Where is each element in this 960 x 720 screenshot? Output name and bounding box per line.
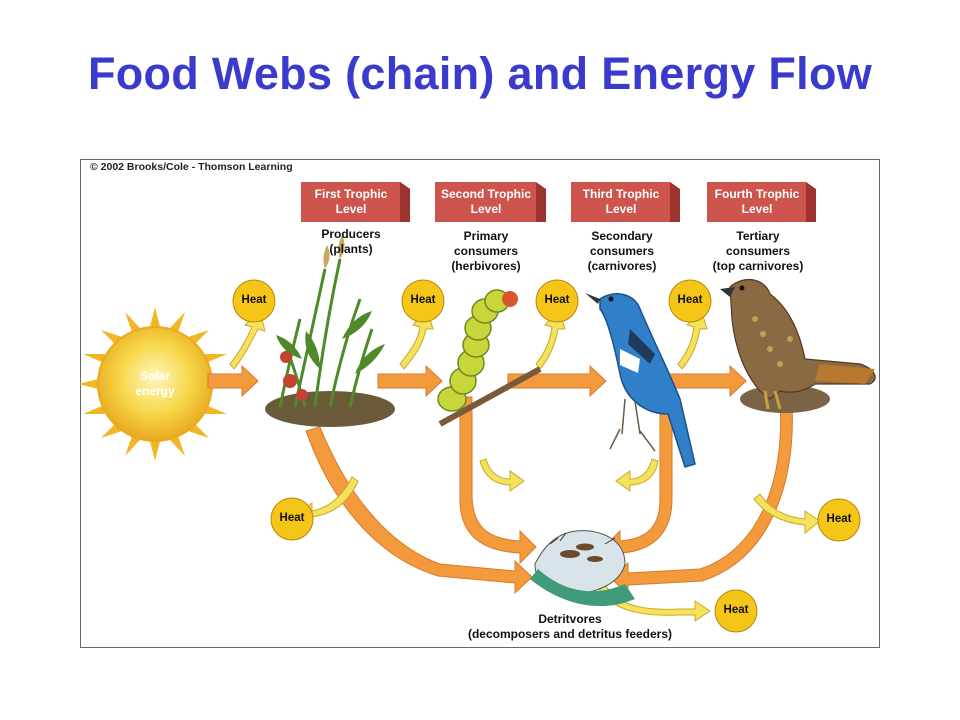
first-level-label: First Trophic Level xyxy=(314,187,388,216)
solar-energy-label: Solar energy xyxy=(135,369,175,398)
heat-circle-2 xyxy=(401,279,445,323)
heat-label: Heat xyxy=(826,513,852,525)
third-level-box xyxy=(571,182,680,222)
arrow-producers-to-primary xyxy=(377,364,443,398)
heat-label: Heat xyxy=(677,294,703,306)
arrow-sun-to-producers xyxy=(207,364,259,398)
energy-flow-arrows xyxy=(207,364,793,597)
heat-circle-3 xyxy=(535,279,579,323)
sun-icon xyxy=(80,307,232,461)
heat-arrows xyxy=(229,307,821,622)
copyright-text: © 2002 Brooks/Cole - Thomson Learning xyxy=(90,161,293,173)
arrow-primary-to-secondary xyxy=(507,364,607,398)
fourth-level-box xyxy=(707,182,816,222)
detritivores-illustration xyxy=(530,530,635,607)
page-title: Food Webs (chain) and Energy Flow xyxy=(87,48,873,99)
heat-label: Heat xyxy=(723,604,749,616)
heat-label: Heat xyxy=(241,294,267,306)
fourth-level-label: Fourth Trophic Level xyxy=(714,187,800,216)
caterpillar-illustration xyxy=(437,289,542,427)
hawk-illustration xyxy=(720,278,876,413)
heat-circle-4 xyxy=(668,279,712,323)
second-level-label: Second Trophic Level xyxy=(440,187,531,216)
heat-circle-6 xyxy=(817,498,861,542)
heat-label: Heat xyxy=(544,294,570,306)
producers-description: Producers (plants) xyxy=(321,227,381,256)
plants-illustration xyxy=(265,235,395,427)
heat-circle-7 xyxy=(714,589,758,633)
heat-circles xyxy=(232,279,861,633)
secondary-consumers-description: Secondary consumers (carnivores) xyxy=(587,229,657,273)
arrow-producers-to-detritivores xyxy=(305,426,533,595)
second-level-box xyxy=(435,182,546,222)
tertiary-consumers-description: Tertiary consumers (top carnivores) xyxy=(712,229,804,273)
heat-circle-5 xyxy=(270,497,314,541)
heat-label: Heat xyxy=(410,294,436,306)
primary-consumers-description: Primary consumers (herbivores) xyxy=(451,229,521,273)
third-level-label: Third Trophic Level xyxy=(582,187,660,216)
trophic-level-boxes xyxy=(301,182,816,222)
heat-label: Heat xyxy=(279,512,305,524)
bluebird-illustration xyxy=(585,293,696,468)
heat-circle-1 xyxy=(232,279,276,323)
detritivores-label: Detritvores (decomposers and detritus fe… xyxy=(467,612,673,641)
food-web-diagram: © 2002 Brooks/Cole - Thomson Learning Fi… xyxy=(80,159,880,648)
arrow-primary-to-detritivores xyxy=(459,396,537,565)
first-level-box xyxy=(301,182,410,222)
diagram-canvas xyxy=(80,159,880,648)
